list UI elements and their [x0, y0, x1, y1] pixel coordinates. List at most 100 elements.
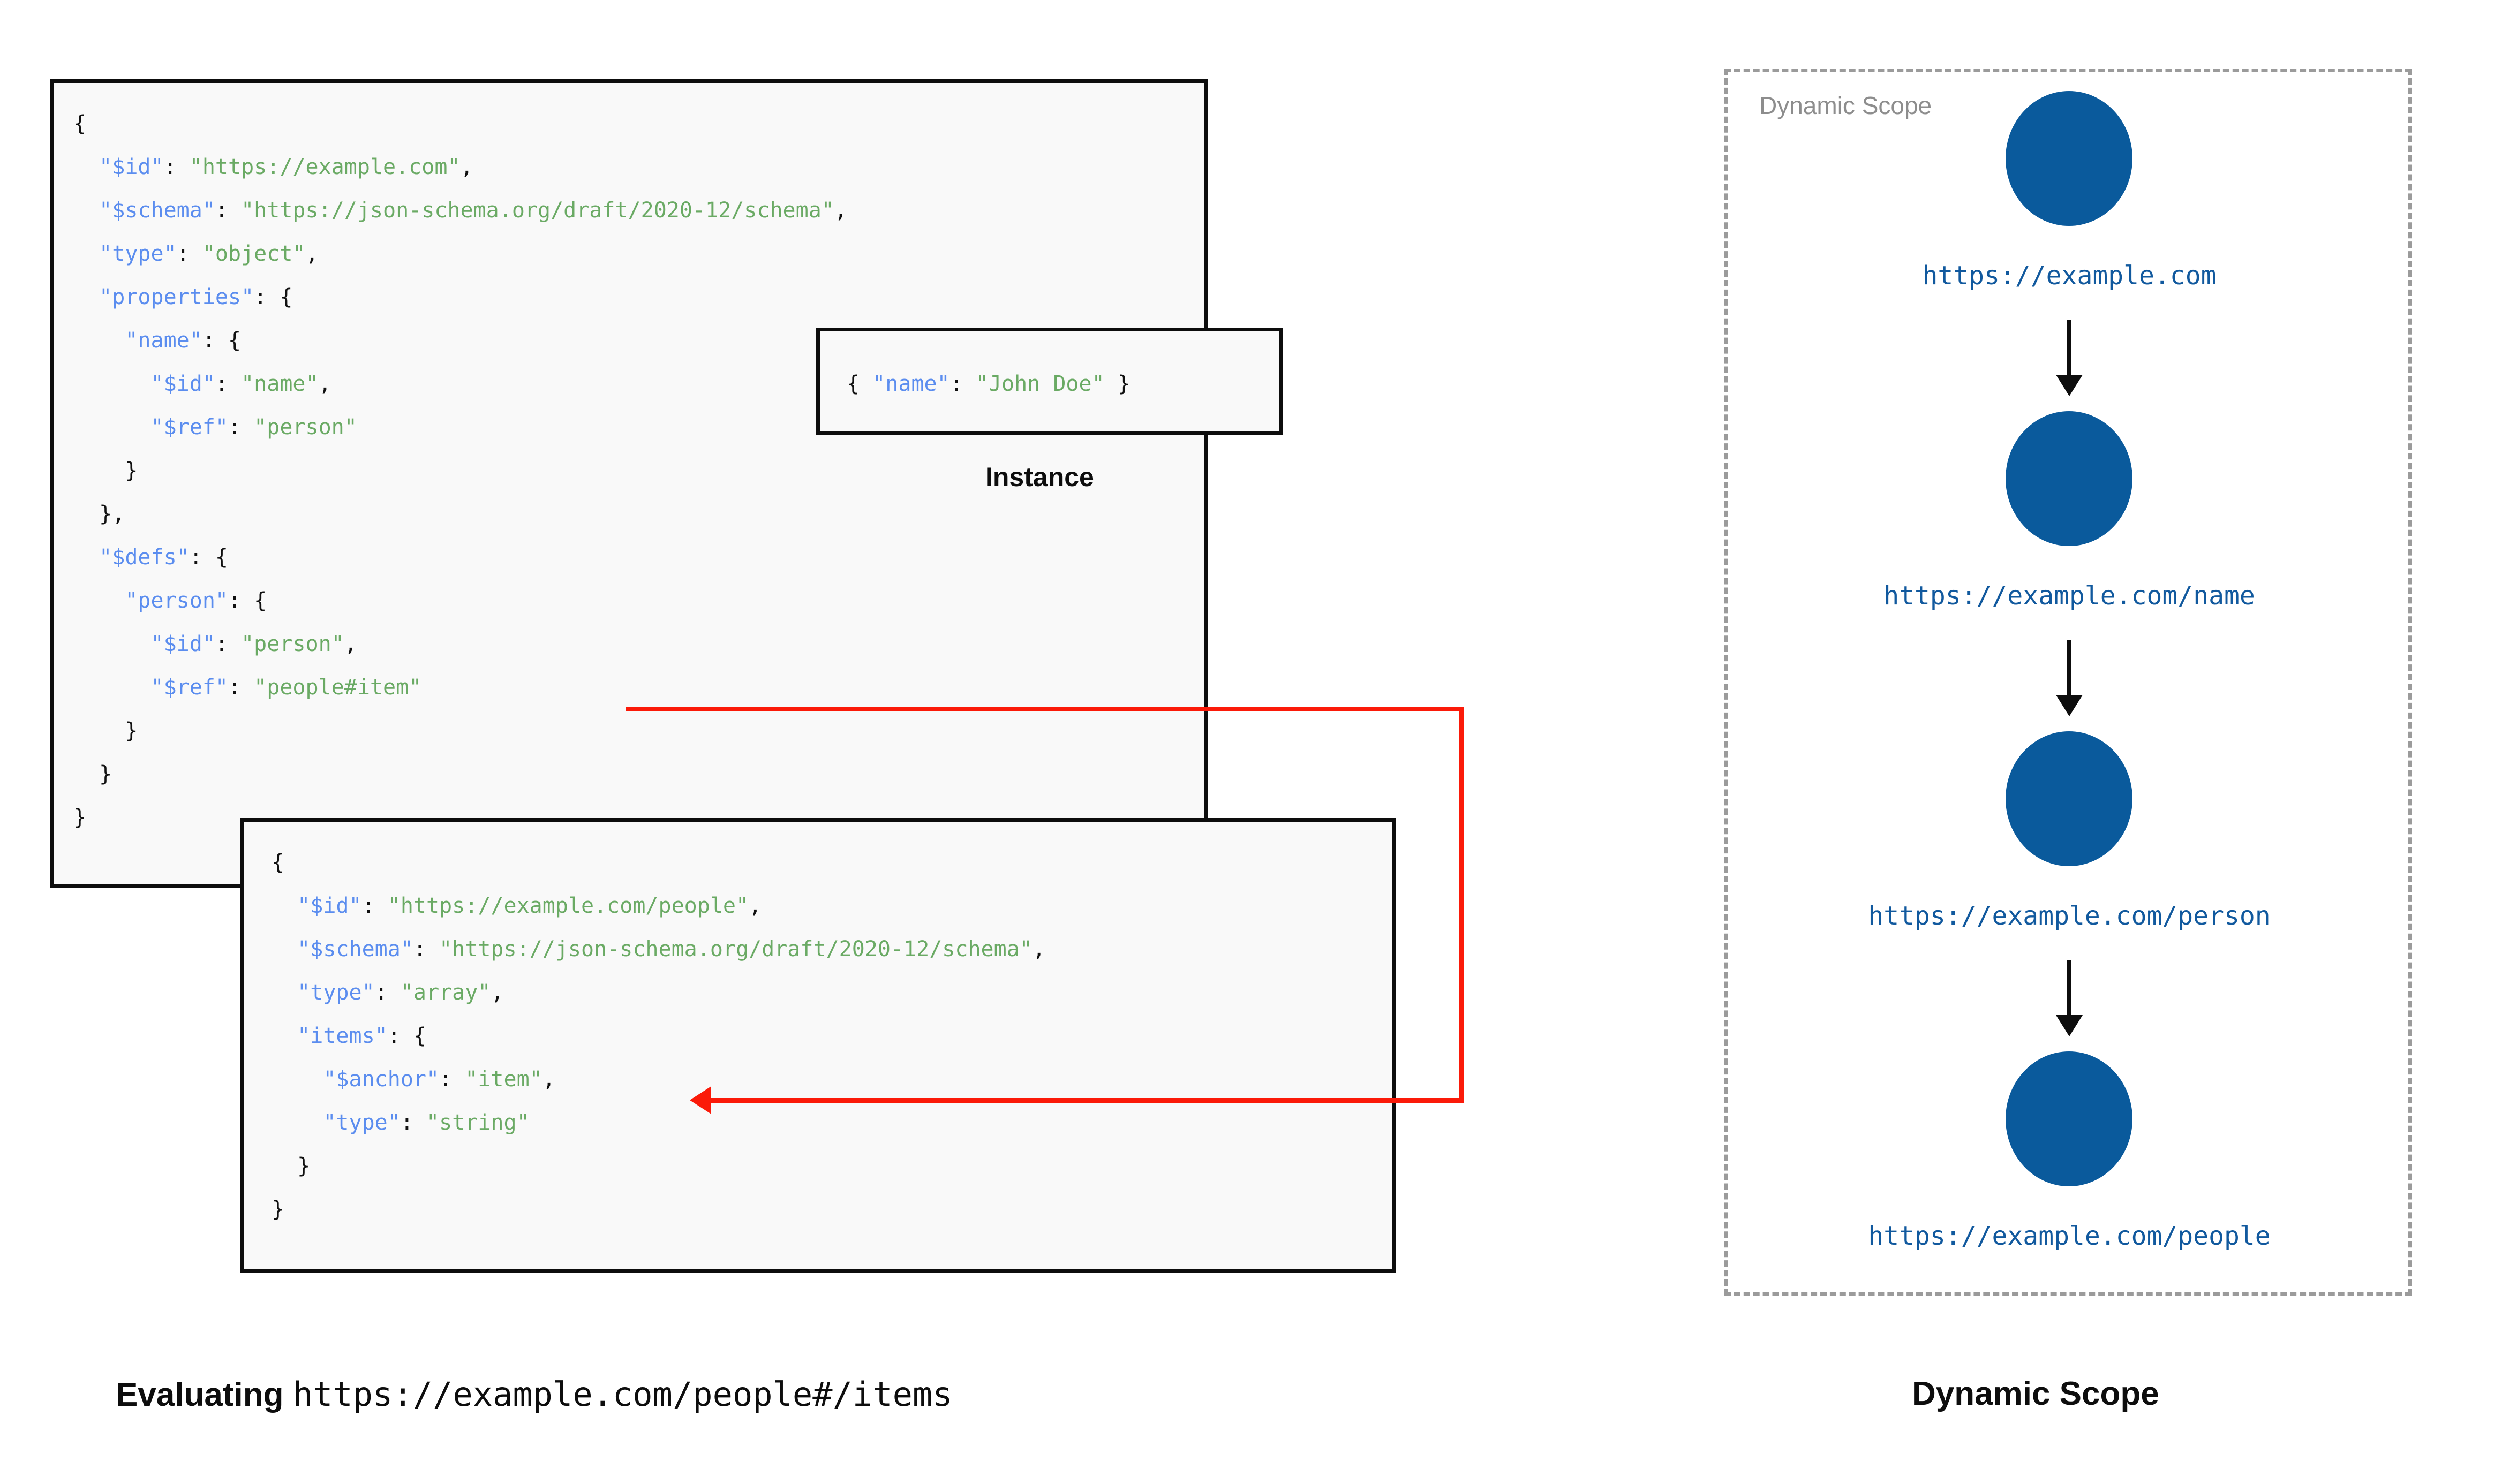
code-token: :	[163, 155, 190, 179]
code-token: :	[228, 675, 254, 700]
code-token: "item"	[465, 1067, 542, 1092]
scope-edge-3-arrow-icon	[2056, 1015, 2083, 1036]
dynamic-scope-panel-title: Dynamic Scope	[1759, 92, 1932, 119]
scope-edge-1	[2067, 320, 2071, 378]
code-token: "John Doe"	[975, 372, 1105, 396]
code-token: "https://example.com/people"	[387, 894, 749, 918]
code-token: "$defs"	[99, 545, 190, 570]
code-token	[73, 285, 99, 309]
code-token: "people#item"	[254, 675, 422, 700]
code-token: ,	[1032, 937, 1045, 961]
code-token: "object"	[202, 241, 306, 266]
code-token: : {	[228, 588, 267, 613]
code-token	[73, 632, 151, 656]
scope-node-4	[2006, 1051, 2132, 1186]
code-token	[272, 937, 297, 961]
code-token: "$anchor"	[323, 1067, 440, 1092]
people-schema-box: { "$id": "https://example.com/people", "…	[240, 818, 1396, 1273]
code-token	[272, 980, 297, 1005]
scope-edge-3	[2067, 960, 2071, 1018]
code-token	[73, 588, 125, 613]
code-token: }	[272, 1154, 311, 1178]
code-token: "$schema"	[99, 198, 215, 223]
code-token	[272, 1024, 297, 1048]
code-token	[73, 372, 151, 396]
scope-node-3-label: https://example.com/person	[1868, 901, 2271, 931]
code-token: :	[228, 415, 254, 440]
code-token: "$schema"	[297, 937, 413, 961]
evaluating-caption-uri: https://example.com/people#/items	[292, 1375, 953, 1414]
code-token: "$ref"	[150, 675, 229, 700]
evaluating-caption: Evaluating https://example.com/people#/i…	[116, 1375, 953, 1414]
root-schema-box: { "$id": "https://example.com", "$schema…	[50, 79, 1208, 888]
code-token	[272, 1110, 323, 1135]
code-token: }	[73, 458, 138, 483]
code-token	[272, 894, 297, 918]
code-token: "https://json-schema.org/draft/2020-12/s…	[439, 937, 1033, 961]
dynamic-scope-panel	[1724, 69, 2412, 1296]
scope-node-1-label: https://example.com	[1922, 261, 2217, 291]
code-token	[73, 675, 151, 700]
code-token: :	[439, 1067, 465, 1092]
code-token	[73, 155, 99, 179]
code-token: ,	[460, 155, 473, 179]
ref-arrow-segment-horizontal-bottom	[708, 1098, 1464, 1103]
code-token	[73, 198, 99, 223]
code-token: {	[73, 111, 87, 136]
code-token: "https://json-schema.org/draft/2020-12/s…	[241, 198, 834, 223]
instance-box: { "name": "John Doe" }	[816, 328, 1283, 435]
code-token: : {	[189, 545, 228, 570]
code-token: :	[215, 632, 242, 656]
evaluating-caption-prefix: Evaluating	[116, 1376, 293, 1413]
dynamic-scope-caption: Dynamic Scope	[1912, 1375, 2159, 1412]
scope-edge-1-arrow-icon	[2056, 375, 2083, 396]
ref-arrow-head-icon	[690, 1086, 711, 1114]
code-token: ,	[749, 894, 762, 918]
code-token: "$ref"	[150, 415, 229, 440]
root-schema-code: { "$id": "https://example.com", "$schema…	[54, 83, 1204, 839]
code-token	[73, 415, 151, 440]
code-token	[73, 328, 125, 353]
code-token: "$id"	[150, 632, 215, 656]
code-token	[272, 1067, 323, 1092]
code-token: "$id"	[150, 372, 215, 396]
code-token: "items"	[297, 1024, 388, 1048]
code-token: }	[73, 805, 87, 830]
code-token: "type"	[99, 241, 177, 266]
people-schema-code: { "$id": "https://example.com/people", "…	[244, 822, 1392, 1231]
code-token: :	[176, 241, 202, 266]
code-token: :	[361, 894, 388, 918]
code-token: "person"	[241, 632, 344, 656]
code-token: }	[1104, 372, 1131, 396]
ref-arrow-segment-horizontal-top	[626, 707, 1464, 711]
code-token: "properties"	[99, 285, 254, 309]
instance-code: { "name": "John Doe" }	[820, 331, 1279, 406]
code-token: "type"	[323, 1110, 401, 1135]
scope-node-2	[2006, 411, 2132, 546]
code-token: {	[272, 850, 285, 875]
code-token: "person"	[254, 415, 357, 440]
code-token: {	[847, 372, 873, 396]
code-token	[73, 241, 99, 266]
code-token: ,	[344, 632, 357, 656]
scope-node-4-label: https://example.com/people	[1868, 1221, 2271, 1251]
code-token: "string"	[426, 1110, 530, 1135]
code-token: "person"	[125, 588, 228, 613]
code-token: "https://example.com"	[189, 155, 461, 179]
scope-node-1	[2006, 91, 2132, 226]
code-token: "name"	[125, 328, 202, 353]
code-token: :	[413, 937, 440, 961]
code-token: : {	[254, 285, 293, 309]
code-token: : {	[202, 328, 242, 353]
code-token: "type"	[297, 980, 375, 1005]
code-token: "name"	[872, 372, 950, 396]
code-token: :	[400, 1110, 426, 1135]
code-token: },	[73, 502, 125, 526]
code-token: }	[73, 718, 138, 743]
code-token: :	[374, 980, 401, 1005]
code-token: : {	[387, 1024, 426, 1048]
code-token: ,	[491, 980, 504, 1005]
code-token: }	[272, 1197, 285, 1222]
code-token: ,	[834, 198, 847, 223]
